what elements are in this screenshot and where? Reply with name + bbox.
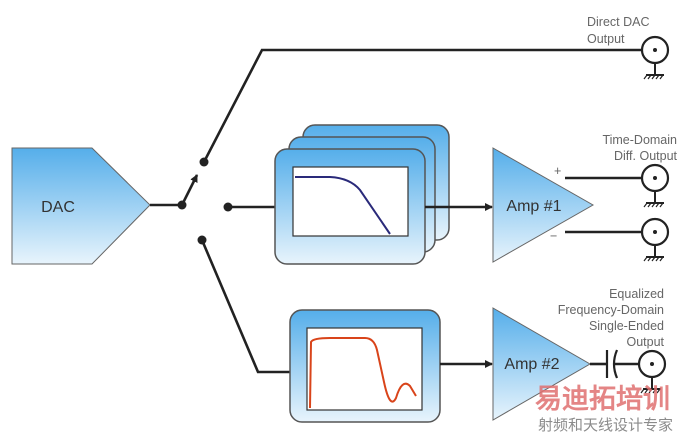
amp2-label: Amp #2 — [504, 356, 559, 373]
watermark-line2: 射频和天线设计专家 — [538, 416, 673, 434]
minus-label: − — [550, 229, 557, 243]
freq-domain-path: Amp #2 Equalized Frequency-Domain Single… — [200, 239, 667, 423]
amp1-triangle — [492, 147, 595, 263]
direct-output-label-1: Direct DAC — [587, 15, 650, 29]
dac-label: DAC — [41, 199, 75, 216]
ground-icon — [643, 62, 665, 80]
ground-icon — [643, 190, 665, 208]
freq-output-label-3: Single-Ended — [589, 319, 664, 333]
dac-block: DAC — [11, 147, 151, 265]
time-domain-path: Amp #1 + − Time-Domain Diff. Output — [228, 124, 678, 265]
direct-output-path: Direct DAC Output — [202, 15, 670, 163]
plus-label: + — [554, 164, 561, 178]
lowpass-response-plot — [292, 166, 409, 237]
selector-switch — [150, 157, 233, 245]
amp2-triangle — [492, 307, 592, 421]
time-output-label-1: Time-Domain — [602, 133, 677, 147]
freq-output-label-2: Frequency-Domain — [558, 303, 664, 317]
watermark: 易迪拓培训 射频和天线设计专家 — [535, 384, 673, 434]
time-output-label-2: Diff. Output — [614, 149, 678, 163]
bandpass-response-plot — [306, 327, 423, 411]
watermark-line1: 易迪拓培训 — [535, 384, 670, 415]
lowpass-curve — [295, 176, 391, 235]
direct-output-label-2: Output — [587, 32, 625, 46]
freq-output-label-1: Equalized — [609, 287, 664, 301]
freq-output-label-4: Output — [626, 335, 664, 349]
bandpass-curve — [309, 337, 417, 409]
amp1-label: Amp #1 — [506, 198, 561, 215]
ground-icon — [643, 244, 665, 262]
